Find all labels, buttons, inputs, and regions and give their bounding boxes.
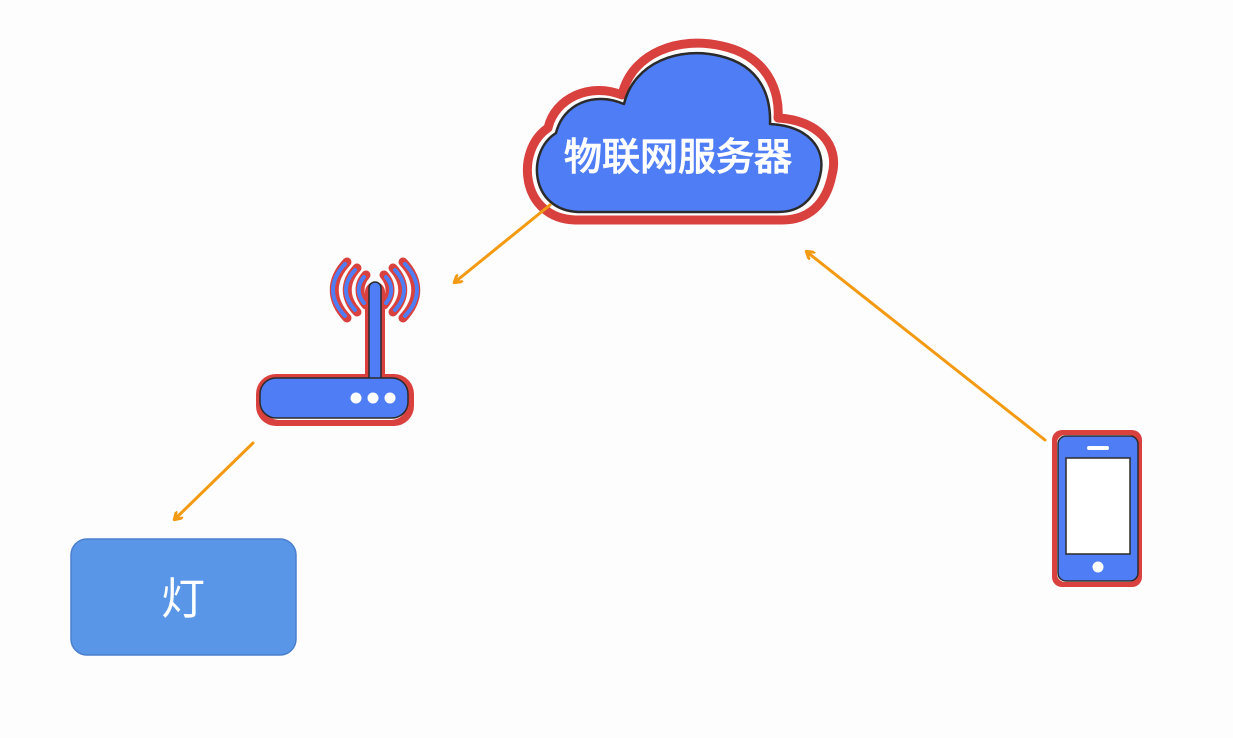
arrow-server-to-router xyxy=(455,203,552,282)
server-label: 物联网服务器 xyxy=(564,135,793,179)
cloud-icon xyxy=(522,38,838,225)
phone-node xyxy=(1052,430,1142,587)
smartphone-icon xyxy=(1052,430,1142,587)
wifi-router-icon xyxy=(256,257,421,426)
lamp-label: 灯 xyxy=(161,574,205,625)
server-node: 物联网服务器 xyxy=(522,38,838,225)
arrow-router-to-lamp xyxy=(175,441,255,519)
arrow-phone-to-server xyxy=(807,252,1047,442)
lamp-box xyxy=(70,538,297,656)
lamp-node: 灯 xyxy=(70,538,297,656)
router-node xyxy=(256,257,421,426)
